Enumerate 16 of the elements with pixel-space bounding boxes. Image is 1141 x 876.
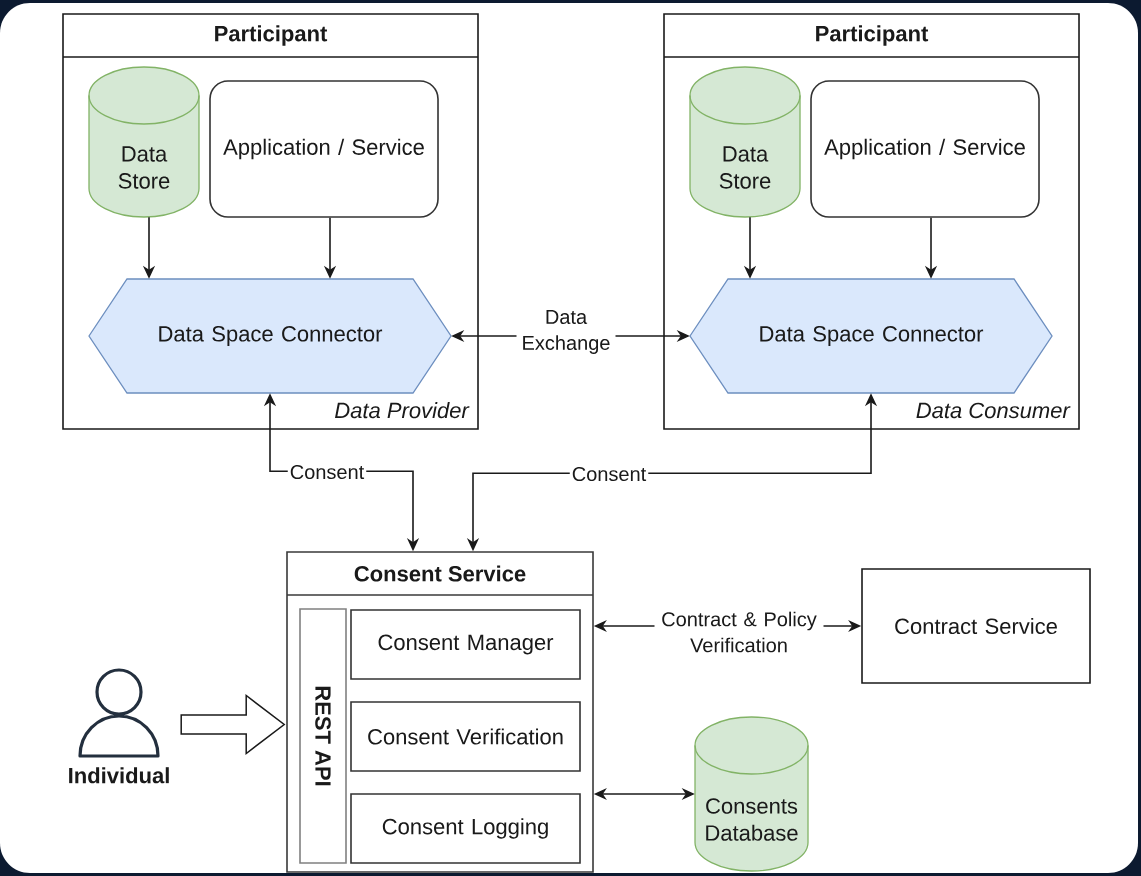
component-box: Consent Manager [350,609,581,680]
edge-label: Data Exchange [516,308,616,356]
block-arrow [180,694,286,756]
actor-label: Individual [69,767,169,784]
corner-label: Data Consumer [916,402,1071,419]
database-cylinder: Data Store [689,66,801,218]
rounded-box: Application / Service [810,80,1040,218]
database-cylinder: Consents Database [694,716,809,872]
rounded-box: Application / Service [209,80,439,218]
corner-label: Data Provider [334,402,470,419]
component-box: Consent Logging [350,793,581,864]
service-box: Contract Service [861,568,1091,684]
edge-label: Contract & Policy Verification [654,609,824,655]
vertical-box: REST API [299,608,347,864]
database-cylinder: Data Store [88,66,200,218]
component-box: Consent Verification [350,701,581,772]
